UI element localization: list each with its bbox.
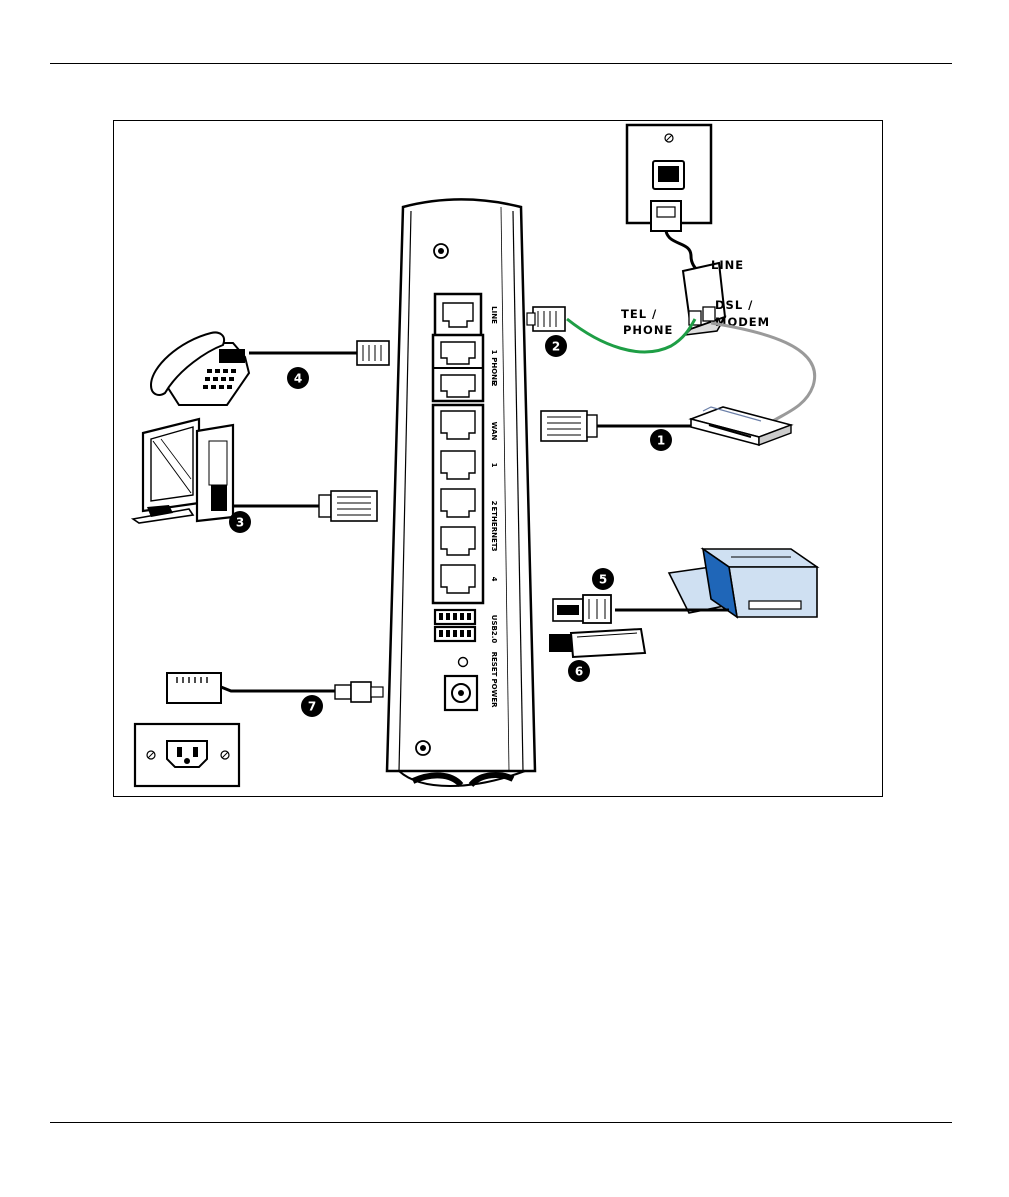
computer (133, 419, 233, 523)
svg-text:6: 6 (575, 665, 583, 679)
svg-text:5: 5 (599, 573, 607, 587)
svg-text:2: 2 (552, 340, 560, 354)
port-label-phone-2: 2 (490, 382, 498, 387)
label-tel-phone: TEL / (621, 307, 657, 321)
dsl-modem (691, 407, 791, 445)
svg-text:3: 3 (236, 516, 244, 530)
badge-3: 3 (229, 511, 251, 533)
printer (669, 549, 817, 617)
port-label-eth-3: 3 (490, 547, 498, 552)
badge-1: 1 (650, 429, 672, 451)
svg-text:7: 7 (308, 700, 316, 714)
port-label-eth-4: 4 (490, 577, 498, 582)
rj11-plug-phone (357, 341, 389, 365)
power-plug (335, 682, 383, 702)
port-phone (433, 335, 483, 401)
power-adapter (167, 673, 221, 703)
label-dsl-modem: DSL / (715, 298, 753, 312)
label-tel-phone-2: PHONE (623, 323, 673, 337)
port-label-phone-1: 1 (490, 350, 498, 355)
rj45-plug-ethernet (319, 491, 377, 521)
rj45-plug-wan (541, 411, 597, 441)
figure-frame: LINE TEL / PHONE DSL / MODEM (113, 120, 883, 797)
port-label-reset: RESET (490, 652, 498, 677)
badge-4: 4 (287, 367, 309, 389)
header-rule (50, 63, 952, 64)
port-label-line: LINE (490, 306, 498, 324)
usb-plug-printer (553, 595, 611, 623)
telephone (151, 333, 249, 406)
svg-text:1: 1 (657, 434, 665, 448)
port-label-wan: WAN (490, 422, 498, 441)
connection-diagram: LINE TEL / PHONE DSL / MODEM (114, 121, 881, 795)
usb-flash-drive (549, 629, 645, 657)
wall-power-outlet (135, 724, 239, 786)
wall-phone-jack (627, 125, 711, 231)
label-dsl-modem-2: MODEM (715, 315, 770, 329)
port-label-ethernet: ETHERNET (490, 506, 498, 547)
footer-rule (50, 1122, 952, 1123)
badge-2: 2 (545, 335, 567, 357)
badge-5: 5 (592, 568, 614, 590)
badge-7: 7 (301, 695, 323, 717)
reset-button (459, 658, 468, 667)
port-line (435, 294, 481, 336)
label-line: LINE (711, 258, 744, 272)
port-label-power: POWER (490, 679, 498, 709)
port-label-eth-1: 1 (490, 463, 498, 468)
dsl-cable (711, 323, 815, 421)
port-label-eth-2: 2 (490, 501, 498, 506)
rj11-plug-line (527, 307, 565, 331)
port-label-usb: USB2.0 (490, 615, 498, 644)
svg-text:4: 4 (294, 372, 302, 386)
badge-6: 6 (568, 660, 590, 682)
power-socket (445, 676, 477, 710)
